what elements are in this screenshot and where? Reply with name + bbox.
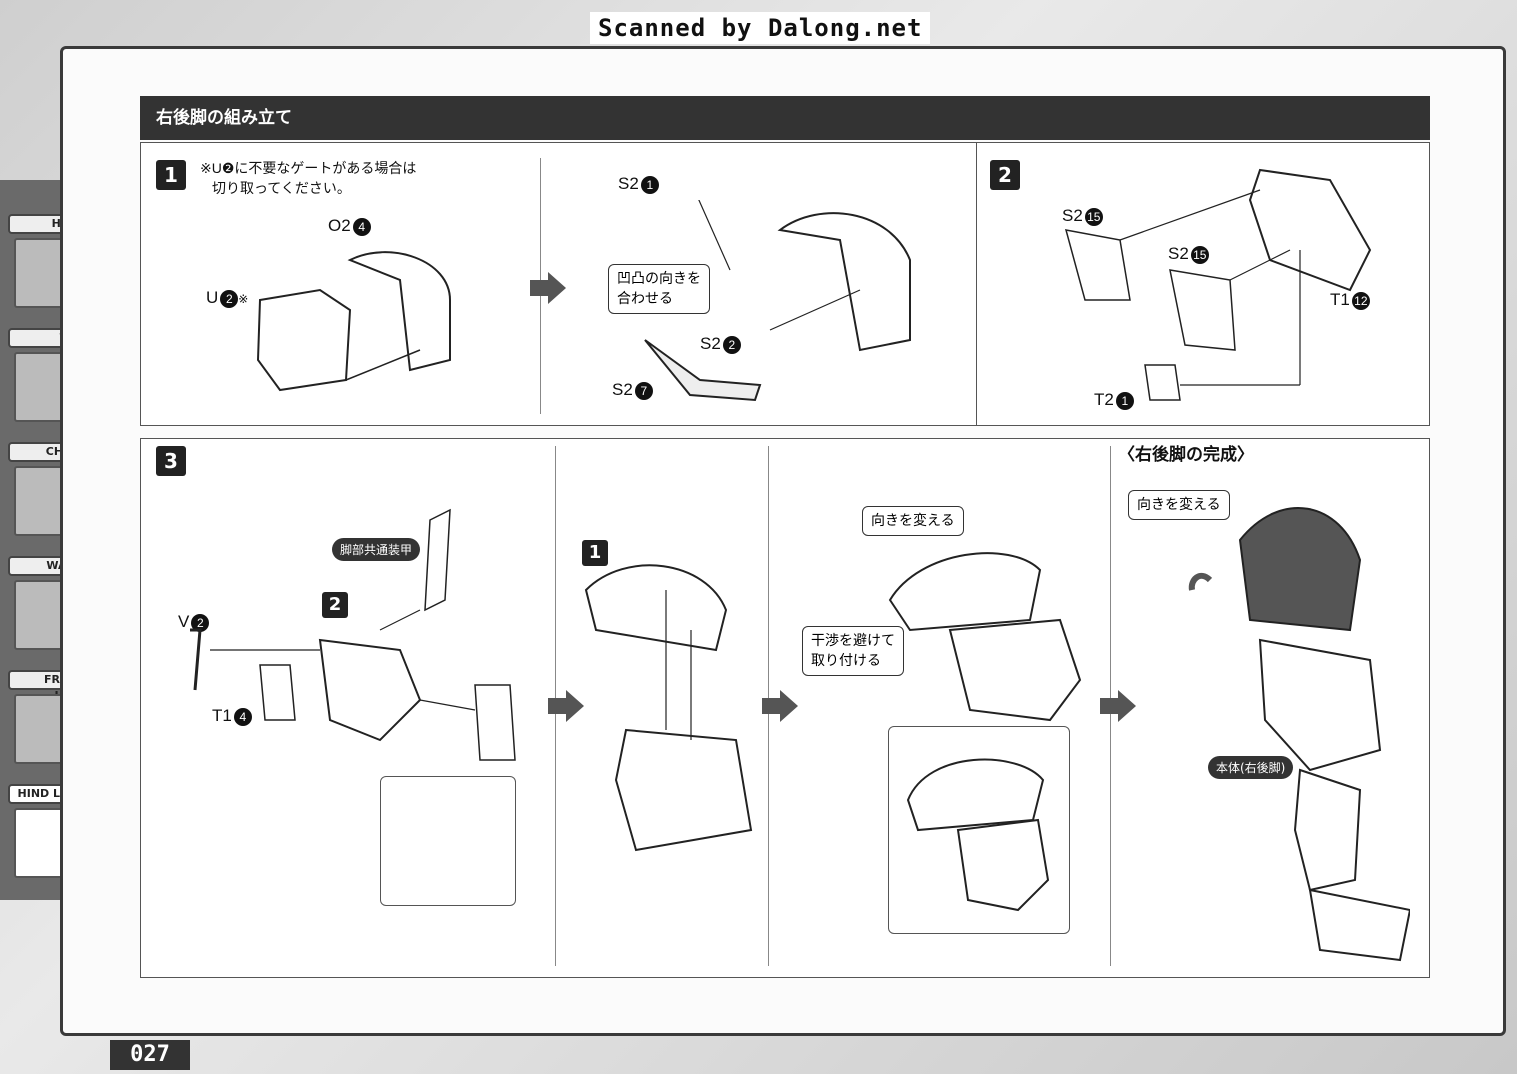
body-right-hind-leg-badge: 本体(右後脚) (1208, 756, 1294, 779)
step-3-subpanel (380, 776, 516, 906)
step-1-part-frame-icon (644, 200, 911, 402)
detail-inset-icon (906, 758, 1050, 912)
page-number: 027 (110, 1040, 190, 1070)
step-1-number: 1 (156, 160, 186, 190)
step-1-note-line1: ※U❷に不要なゲートがある場合は (200, 160, 417, 176)
step-3-leg-parts-icon (190, 508, 516, 761)
step-3-flow-arrow-1 (548, 690, 584, 722)
step-3-inner-number: 1 (582, 540, 608, 566)
leg-common-armor-badge: 脚部共通装甲 (332, 538, 421, 561)
step-3-sub-number: 2 (322, 592, 348, 618)
complete-change-direction-bubble: 向きを変える (1128, 490, 1230, 520)
section-title: 右後脚の組み立て (140, 96, 1430, 140)
complete-title: 〈右後脚の完成〉 (1118, 445, 1254, 464)
step-1-flow-arrow (530, 272, 566, 304)
avoid-interference-bubble: 干渉を避けて取り付ける (802, 626, 904, 676)
step-3-attach-icon (888, 552, 1082, 722)
step-2-number: 2 (990, 160, 1020, 190)
step-3-number: 3 (156, 446, 186, 476)
step-3-flow-arrow-2 (762, 690, 798, 722)
step-3-flow-arrow-3 (1100, 690, 1136, 722)
step-1-note-line2: 切り取ってください。 (212, 180, 351, 196)
step-1-part-shell-icon (256, 251, 451, 392)
step-3-cover-assembly-icon (584, 564, 753, 852)
step-2-assembly-icon (1064, 168, 1372, 401)
align-bumps-bubble: 凹凸の向きを合わせる (608, 264, 710, 314)
completed-right-hind-leg-icon (1188, 506, 1410, 962)
change-direction-bubble: 向きを変える (862, 506, 964, 536)
watermark: Scanned by Dalong.net (590, 12, 931, 44)
